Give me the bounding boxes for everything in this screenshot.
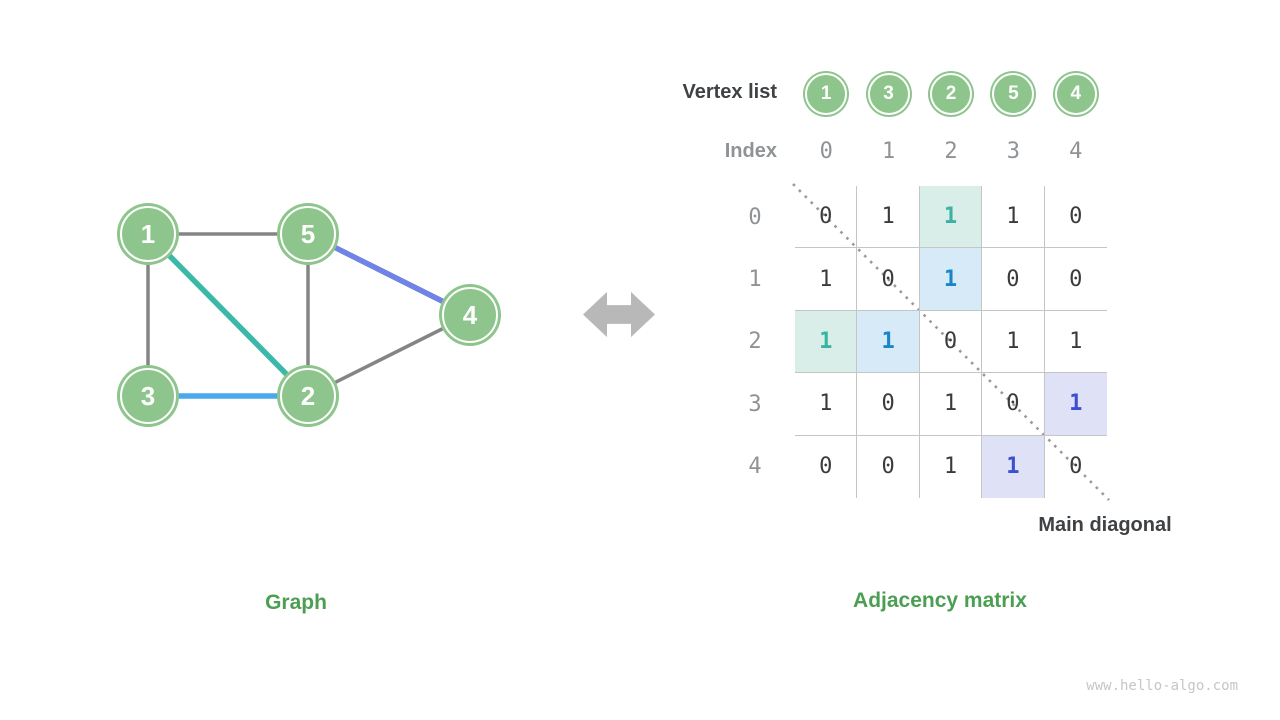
matrix-cell-3-4: 1 bbox=[1044, 373, 1107, 436]
matrix-cell-2-3: 1 bbox=[982, 310, 1045, 374]
graph-vertex-4: 4 bbox=[442, 287, 498, 343]
matrix-row-labels: 0 1 2 3 4 bbox=[735, 186, 775, 498]
matrix-cell-0-3: 1 bbox=[982, 186, 1045, 249]
matrix-cell-0-2: 1 bbox=[919, 186, 983, 249]
matrix-cell-2-0: 1 bbox=[795, 310, 858, 374]
matrix-cell-4-0: 0 bbox=[795, 435, 858, 498]
graph-vertex-2: 2 bbox=[280, 368, 336, 424]
matrix-cell-0-1: 1 bbox=[857, 186, 920, 249]
double-arrow-icon bbox=[583, 291, 655, 338]
matrix-cell-0-0: 0 bbox=[795, 186, 858, 249]
graph-vertex-5: 5 bbox=[280, 206, 336, 262]
adjacency-matrix-caption: Adjacency matrix bbox=[853, 589, 1027, 612]
matrix-cell-1-3: 0 bbox=[982, 248, 1045, 311]
index-value-0: 0 bbox=[819, 138, 833, 164]
vertex-list-label: Vertex list bbox=[682, 81, 777, 103]
graph-vertex-3: 3 bbox=[120, 368, 176, 424]
watermark: www.hello-algo.com bbox=[1086, 678, 1238, 694]
matrix-cell-1-4: 0 bbox=[1044, 248, 1107, 311]
graph-edge-1-2 bbox=[146, 232, 310, 398]
matrix-cell-2-4: 1 bbox=[1044, 311, 1107, 374]
index-value-1: 1 bbox=[881, 138, 896, 164]
vertex-list-item-4: 4 bbox=[1054, 72, 1097, 115]
row-label-1: 1 bbox=[748, 267, 762, 293]
matrix-cell-2-2: 0 bbox=[919, 310, 983, 374]
main-diagonal-label: Main diagonal bbox=[1038, 514, 1172, 536]
matrix-cell-4-3: 1 bbox=[982, 435, 1045, 498]
matrix-cell-3-2: 1 bbox=[919, 373, 983, 436]
row-label-0: 0 bbox=[748, 204, 762, 230]
vertex-list-item-5: 5 bbox=[992, 72, 1035, 115]
matrix-cell-4-1: 0 bbox=[857, 435, 920, 498]
graph-caption: Graph bbox=[265, 591, 327, 614]
matrix-cell-2-1: 1 bbox=[857, 310, 920, 374]
matrix-cell-1-1: 0 bbox=[857, 248, 920, 311]
index-value-4: 4 bbox=[1069, 138, 1083, 164]
equivalence-arrow-icon bbox=[583, 288, 655, 341]
matrix-cell-1-2: 1 bbox=[919, 248, 983, 311]
index-label: Index bbox=[724, 140, 777, 162]
row-label-3: 3 bbox=[748, 391, 762, 417]
vertex-list-item-3: 3 bbox=[867, 72, 910, 115]
matrix-cell-4-2: 1 bbox=[920, 435, 983, 498]
matrix-cell-3-3: 0 bbox=[982, 373, 1045, 436]
graph-vertex-1: 1 bbox=[120, 206, 176, 262]
matrix-cell-3-0: 1 bbox=[795, 373, 858, 436]
row-label-4: 4 bbox=[748, 454, 762, 480]
vertex-list-item-2: 2 bbox=[929, 72, 972, 115]
matrix-cell-0-4: 0 bbox=[1044, 186, 1107, 249]
vertex-list-item-1: 1 bbox=[805, 72, 848, 115]
row-label-2: 2 bbox=[748, 329, 762, 355]
index-value-3: 3 bbox=[1006, 138, 1021, 164]
index-value-2: 2 bbox=[944, 138, 958, 164]
matrix-cell-4-4: 0 bbox=[1069, 454, 1083, 480]
index-row: 0 1 2 3 4 bbox=[795, 138, 1107, 164]
matrix-cell-3-1: 0 bbox=[857, 373, 920, 436]
matrix-cell-1-0: 1 bbox=[795, 248, 858, 311]
